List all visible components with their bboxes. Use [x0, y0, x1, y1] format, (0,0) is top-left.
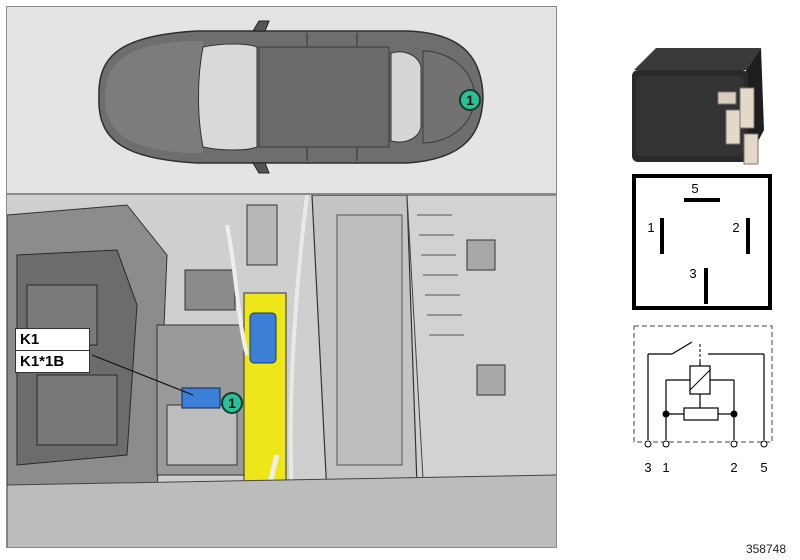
terminal-2-label: 2: [730, 460, 738, 475]
car-top-view: [98, 20, 484, 174]
car-top-view-section: 1: [7, 7, 556, 193]
car-location-callout: 1: [459, 89, 481, 111]
relay-circuit-schematic: [633, 325, 773, 448]
figure-id: 358748: [745, 542, 786, 556]
relay-label-k1-1b: K1*1B: [15, 350, 90, 373]
pin-3-bar: [704, 268, 708, 304]
pin-layout-box: 5 1 2 3: [632, 174, 772, 310]
illustration-frame: 1: [6, 6, 557, 548]
pin-5-bar: [684, 198, 720, 202]
pin-2-bar: [746, 218, 750, 254]
relay-location-callout: 1: [221, 392, 243, 414]
terminal-5-label: 5: [760, 460, 768, 475]
pin-2-label: 2: [732, 220, 740, 235]
terminal-1-label: 1: [662, 460, 670, 475]
relay-label-k1: K1: [15, 328, 90, 351]
pin-5-label: 5: [691, 181, 699, 196]
section-divider: [7, 193, 556, 195]
relay-product-image: [632, 48, 764, 165]
pin-3-label: 3: [689, 266, 697, 281]
pin-1-label: 1: [647, 220, 655, 235]
engine-bay-section: K1 K1*1B 1: [7, 194, 556, 547]
pin-1-bar: [660, 218, 664, 254]
relay-k1-body: [181, 387, 221, 409]
terminal-3-label: 3: [644, 460, 652, 475]
